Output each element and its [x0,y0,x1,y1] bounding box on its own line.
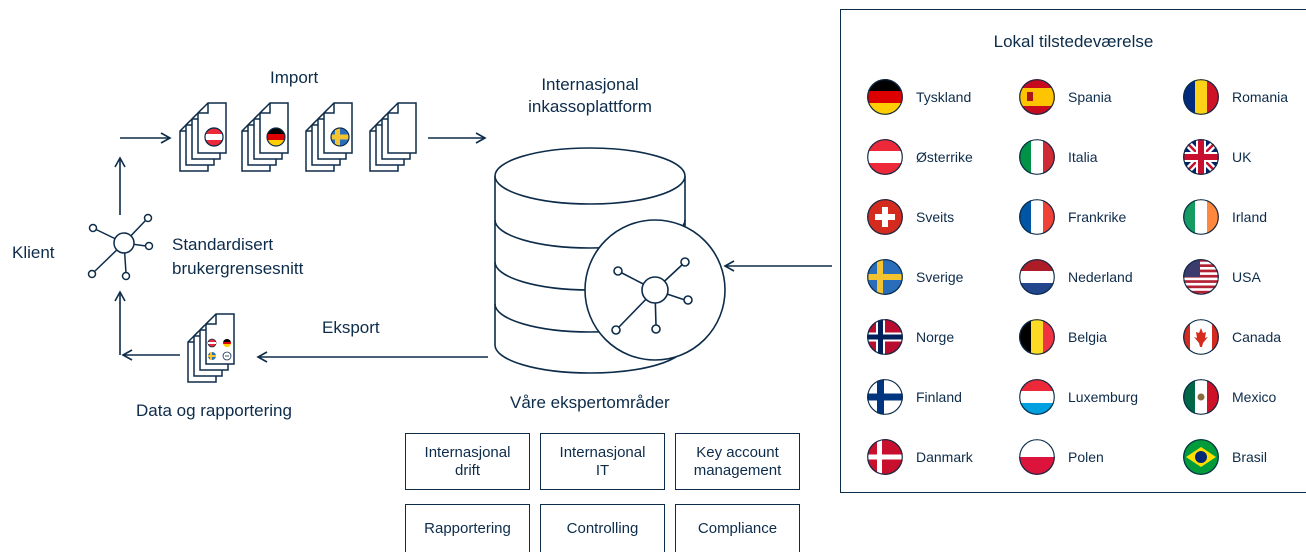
interface-label-line2: brukergrensesnitt [172,259,304,278]
poland-flag-icon [1019,439,1055,475]
import-docs-sweden-icon [305,102,353,172]
expertise-box-reporting: Rapportering [405,504,530,552]
country-item-mexico: Mexico [1183,379,1276,415]
import-docs-austria-icon [179,102,227,172]
interface-label-line1: Standardisert [172,235,274,254]
country-name: USA [1232,269,1261,285]
luxembourg-flag-icon [1019,379,1055,415]
country-item-ireland: Irland [1183,199,1267,235]
brazil-flag-icon [1183,439,1219,475]
expertise-text: Rapportering [424,519,511,537]
country-item-denmark: Danmark [867,439,973,475]
denmark-flag-icon [867,439,903,475]
expertise-text: Controlling [566,519,639,537]
expertise-text: Key account [696,443,779,461]
country-item-finland: Finland [867,379,962,415]
expertise-box-controlling: Controlling [540,504,665,552]
platform-database-icon [494,147,726,374]
platform-label: Internasjonal inkassoplattform [505,74,675,118]
country-item-switzerland: Sveits [867,199,954,235]
reporting-docs-icon [187,313,235,383]
country-item-usa: USA [1183,259,1261,295]
interface-label: Standardisert brukergrensesnitt [172,233,303,281]
mexico-flag-icon [1183,379,1219,415]
canada-flag-icon [1183,319,1219,355]
country-name: Irland [1232,209,1268,225]
country-name: Polen [1068,449,1104,465]
country-name: Danmark [916,449,973,465]
country-item-luxembourg: Luxemburg [1019,379,1138,415]
country-item-norway: Norge [867,319,954,355]
italy-flag-icon [1019,139,1055,175]
country-name: Brasil [1232,449,1268,465]
country-name: Romania [1232,89,1289,105]
country-name: Italia [1068,149,1098,165]
ireland-flag-icon [1183,199,1219,235]
usa-flag-icon [1183,259,1219,295]
country-item-germany: Tyskland [867,79,971,115]
country-name: Mexico [1232,389,1277,405]
sweden-flag-icon [867,259,903,295]
country-name: Canada [1232,329,1282,345]
country-item-france: Frankrike [1019,199,1126,235]
netherlands-flag-icon [1019,259,1055,295]
local-presence-title: Lokal tilstedeværelse [993,32,1154,51]
country-item-belgium: Belgia [1019,319,1107,355]
france-flag-icon [1019,199,1055,235]
spain-flag-icon [1019,79,1055,115]
country-name: Spania [1068,89,1112,105]
austria-flag-icon [867,139,903,175]
country-name: Sverige [916,269,964,285]
romania-flag-icon [1183,79,1219,115]
country-item-spain: Spania [1019,79,1112,115]
country-item-romania: Romania [1183,79,1288,115]
country-item-uk: UK [1183,139,1251,175]
flow-diagram [87,102,832,383]
import-docs-germany-icon [241,102,289,172]
country-item-poland: Polen [1019,439,1104,475]
country-item-italy: Italia [1019,139,1098,175]
platform-label-line2: inkassoplattform [528,97,652,116]
import-label: Import [270,68,319,87]
norway-flag-icon [867,319,903,355]
finland-flag-icon [867,379,903,415]
country-name: Frankrike [1068,209,1127,225]
expertise-text: Internasjonal [424,443,511,461]
export-label: Eksport [322,318,380,337]
country-item-netherlands: Nederland [1019,259,1133,295]
country-item-sweden: Sverige [867,259,963,295]
country-name: Tyskland [916,89,972,105]
expertise-box-compliance: Compliance [675,504,800,552]
expertise-text: management [693,461,782,479]
expertise-text: Internasjonal [559,443,646,461]
local-presence-panel: Lokal tilstedeværelse Tyskland Spania Roma… [840,9,1306,493]
country-name: Belgia [1068,329,1107,345]
expertise-text: drift [454,461,480,479]
country-name: Sveits [916,209,955,225]
client-label: Klient [12,243,55,262]
country-name: UK [1232,149,1252,165]
country-name: Norge [916,329,955,345]
belgium-flag-icon [1019,319,1055,355]
client-network-icon [87,213,154,281]
platform-label-line1: Internasjonal [541,75,639,94]
uk-flag-icon [1183,139,1219,175]
import-docs-blank-icon [369,102,417,172]
country-item-canada: Canada [1183,319,1281,355]
expertise-title: Våre ekspertområder [510,393,670,412]
expertise-text: Compliance [697,519,778,537]
country-item-austria: Østerrike [867,139,973,175]
expertise-text: IT [595,461,610,479]
country-name: Finland [916,389,962,405]
switzerland-flag-icon [867,199,903,235]
country-name: Luxemburg [1068,389,1139,405]
country-name: Nederland [1068,269,1133,285]
germany-flag-icon [867,79,903,115]
reporting-label: Data og rapportering [136,401,292,420]
country-item-brazil: Brasil [1183,439,1267,475]
country-name: Østerrike [916,149,973,165]
